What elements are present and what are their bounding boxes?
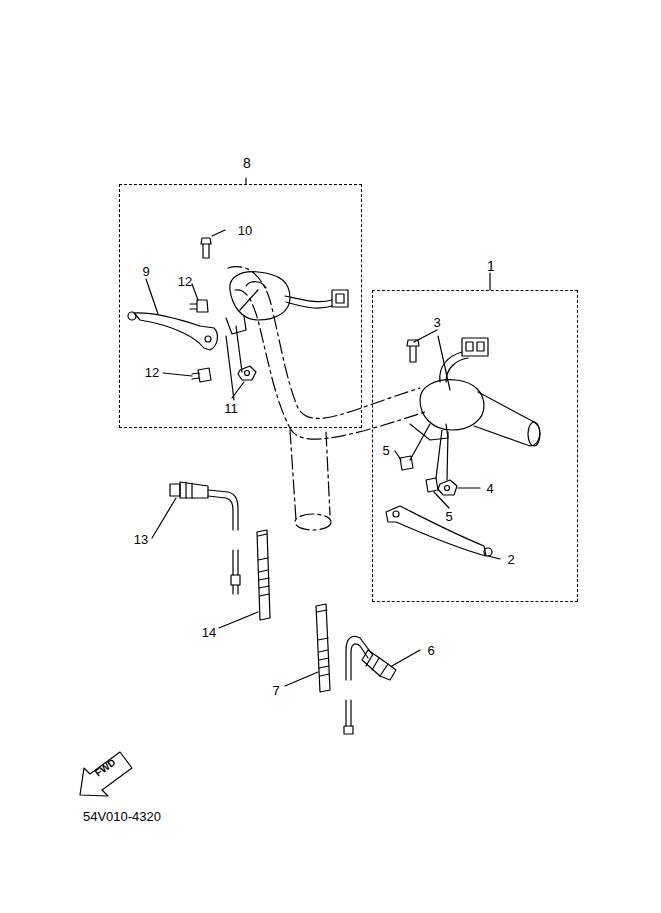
assembly-group-box: 1 bbox=[372, 290, 578, 602]
callout-number: 11 bbox=[224, 402, 238, 415]
callout-number: 3 bbox=[433, 316, 440, 329]
callout-number: 10 bbox=[238, 224, 252, 237]
assembly-group-box: 8 bbox=[119, 184, 362, 428]
callout-number: 1 bbox=[487, 258, 495, 274]
switch-cable bbox=[170, 482, 240, 594]
left-switch bbox=[128, 238, 348, 382]
callout-number: 12 bbox=[178, 275, 192, 288]
callout-number: 7 bbox=[272, 684, 279, 697]
callout-number: 2 bbox=[507, 553, 514, 566]
callout-number: 5 bbox=[382, 444, 389, 457]
switch-cable bbox=[344, 637, 396, 735]
callout-number: 9 bbox=[142, 265, 149, 278]
forward-arrow bbox=[80, 752, 132, 796]
handlebar-outline bbox=[228, 267, 425, 530]
cable-band bbox=[316, 604, 330, 692]
callout-number: 4 bbox=[486, 482, 493, 495]
callout-number: 14 bbox=[202, 626, 216, 639]
callout-number: 8 bbox=[243, 155, 251, 171]
callout-number: 5 bbox=[445, 510, 452, 523]
cable-band bbox=[257, 530, 270, 620]
direction-label: FWD bbox=[93, 758, 117, 779]
callout-number: 12 bbox=[145, 366, 159, 379]
leader-lines bbox=[146, 178, 500, 686]
diagram-code: 54V010-4320 bbox=[83, 810, 161, 823]
callout-number: 13 bbox=[134, 533, 148, 546]
right-switch bbox=[386, 338, 540, 556]
callout-number: 6 bbox=[427, 644, 434, 657]
